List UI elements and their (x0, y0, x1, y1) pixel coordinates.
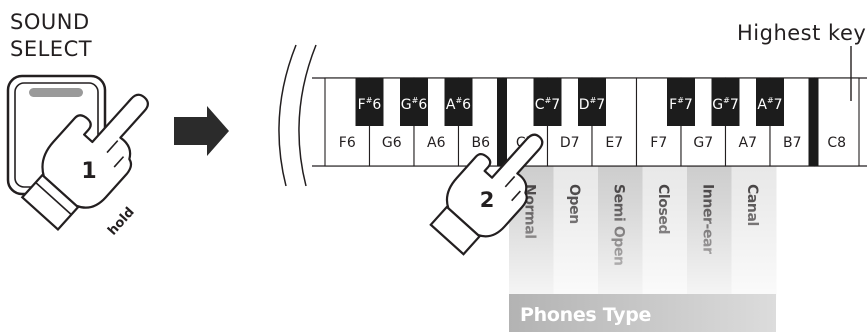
black-key (355, 78, 384, 126)
white-key-label: D7 (560, 135, 580, 151)
white-key-label: C8 (827, 135, 846, 151)
black-key (756, 78, 784, 126)
keyboard-illustration: F6G6A6B6C7D7E7F7G7A7B7C8 F#6G#6A#6C#7D#7… (312, 77, 867, 167)
hand-pointer-2-icon (429, 133, 544, 256)
white-key-label: G6 (382, 135, 402, 151)
black-key-label: G#7 (712, 96, 738, 113)
black-key (711, 78, 740, 126)
highest-key-label: Highest key (737, 21, 867, 45)
black-key-label: G#6 (401, 96, 428, 113)
step-2-number: 2 (480, 188, 495, 212)
sound-select-title-line1: SOUND (10, 10, 90, 34)
phones-type-panels: NormalOpenSemi OpenClosedInner-earCanal (509, 150, 777, 300)
hold-label: hold (105, 205, 138, 239)
phones-type-fade (509, 150, 777, 300)
black-key (578, 78, 606, 126)
black-key-label: C#7 (535, 96, 560, 113)
black-key-label: D#7 (579, 96, 605, 113)
black-key (533, 78, 562, 126)
black-key-label: F#7 (669, 96, 693, 113)
black-key (667, 78, 695, 126)
black-key-label: F#6 (358, 96, 382, 113)
white-key-label: F7 (650, 135, 667, 151)
black-key (444, 78, 473, 126)
keyboard-cut-marks (278, 44, 317, 187)
sound-select-title-line2: SELECT (10, 37, 93, 61)
white-key-label: G7 (693, 135, 713, 151)
white-key-label: E7 (605, 135, 623, 151)
phones-type-bar (509, 294, 776, 332)
white-key (813, 77, 860, 167)
octave-separator-c8 (808, 78, 819, 166)
white-key-label: B6 (471, 135, 490, 151)
white-key-label: A7 (739, 135, 757, 151)
white-key-label: A6 (427, 135, 446, 151)
right-arrow-icon (174, 106, 229, 156)
white-key-label: B7 (783, 135, 802, 151)
white-key-label: F6 (339, 135, 356, 151)
hand-pointer-1-icon (20, 93, 149, 232)
phones-type-label: Phones Type (520, 304, 652, 326)
octave-separator-c7 (497, 78, 507, 166)
button-indicator-led (29, 88, 83, 97)
black-key-label: A#7 (757, 96, 782, 113)
black-key (400, 78, 428, 126)
black-key-label: A#6 (446, 96, 471, 113)
step-1-number: 1 (81, 159, 96, 184)
